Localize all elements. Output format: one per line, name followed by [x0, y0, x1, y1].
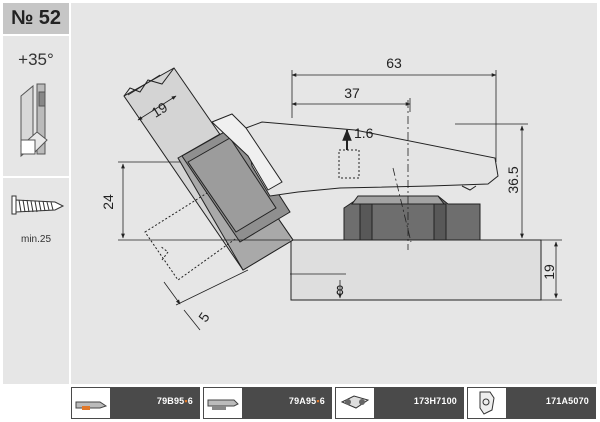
mounting-plate-icon [72, 388, 110, 418]
cross-plate-icon [336, 388, 374, 418]
product-code: 173H7100 [413, 396, 457, 406]
screw-min-length-label: min.25 [20, 234, 51, 245]
dim-5-label: 5 [195, 309, 213, 325]
dim-36-5-label: 36.5 [505, 166, 521, 193]
dim-37-label: 37 [344, 85, 360, 101]
angle-label: +35° [18, 50, 54, 69]
mounting-plate [343, 195, 481, 241]
product-79B95-6[interactable]: 79B95▪6 [71, 387, 200, 419]
dim-24-label: 24 [100, 194, 116, 210]
product-171A5070[interactable]: 171A5070 [467, 387, 596, 419]
mounting-plate-icon [204, 388, 242, 418]
hinge-cup-dotted [144, 187, 246, 281]
cabinet-side [290, 239, 542, 301]
product-code: 79A95▪6 [288, 396, 325, 406]
dim-63-label: 63 [386, 55, 402, 71]
product-173H7100[interactable]: 173H7100 [335, 387, 464, 419]
hinge-cup [181, 125, 291, 243]
dim-19-side-label: 19 [541, 264, 557, 280]
screw-icon [11, 195, 65, 215]
cover-cap-icon [468, 388, 506, 418]
product-79A95-6[interactable]: 79A95▪6 [203, 387, 332, 419]
product-code: 171A5070 [545, 396, 589, 406]
product-code: 79B95▪6 [156, 396, 193, 406]
dim-19-door-label: 19 [149, 99, 171, 121]
hinge-thumbnail-icon [20, 83, 48, 158]
screw-panel: min.25 [3, 178, 69, 384]
dim-1-6-label: 1.6 [354, 125, 374, 141]
angle-panel: +35° [3, 36, 69, 176]
hinge-arm [211, 113, 499, 197]
technical-drawing-panel [71, 3, 597, 384]
page-number-box: № 52 [3, 3, 69, 34]
page-number: № 52 [10, 7, 62, 29]
dim-8-label: 8 [336, 282, 344, 298]
